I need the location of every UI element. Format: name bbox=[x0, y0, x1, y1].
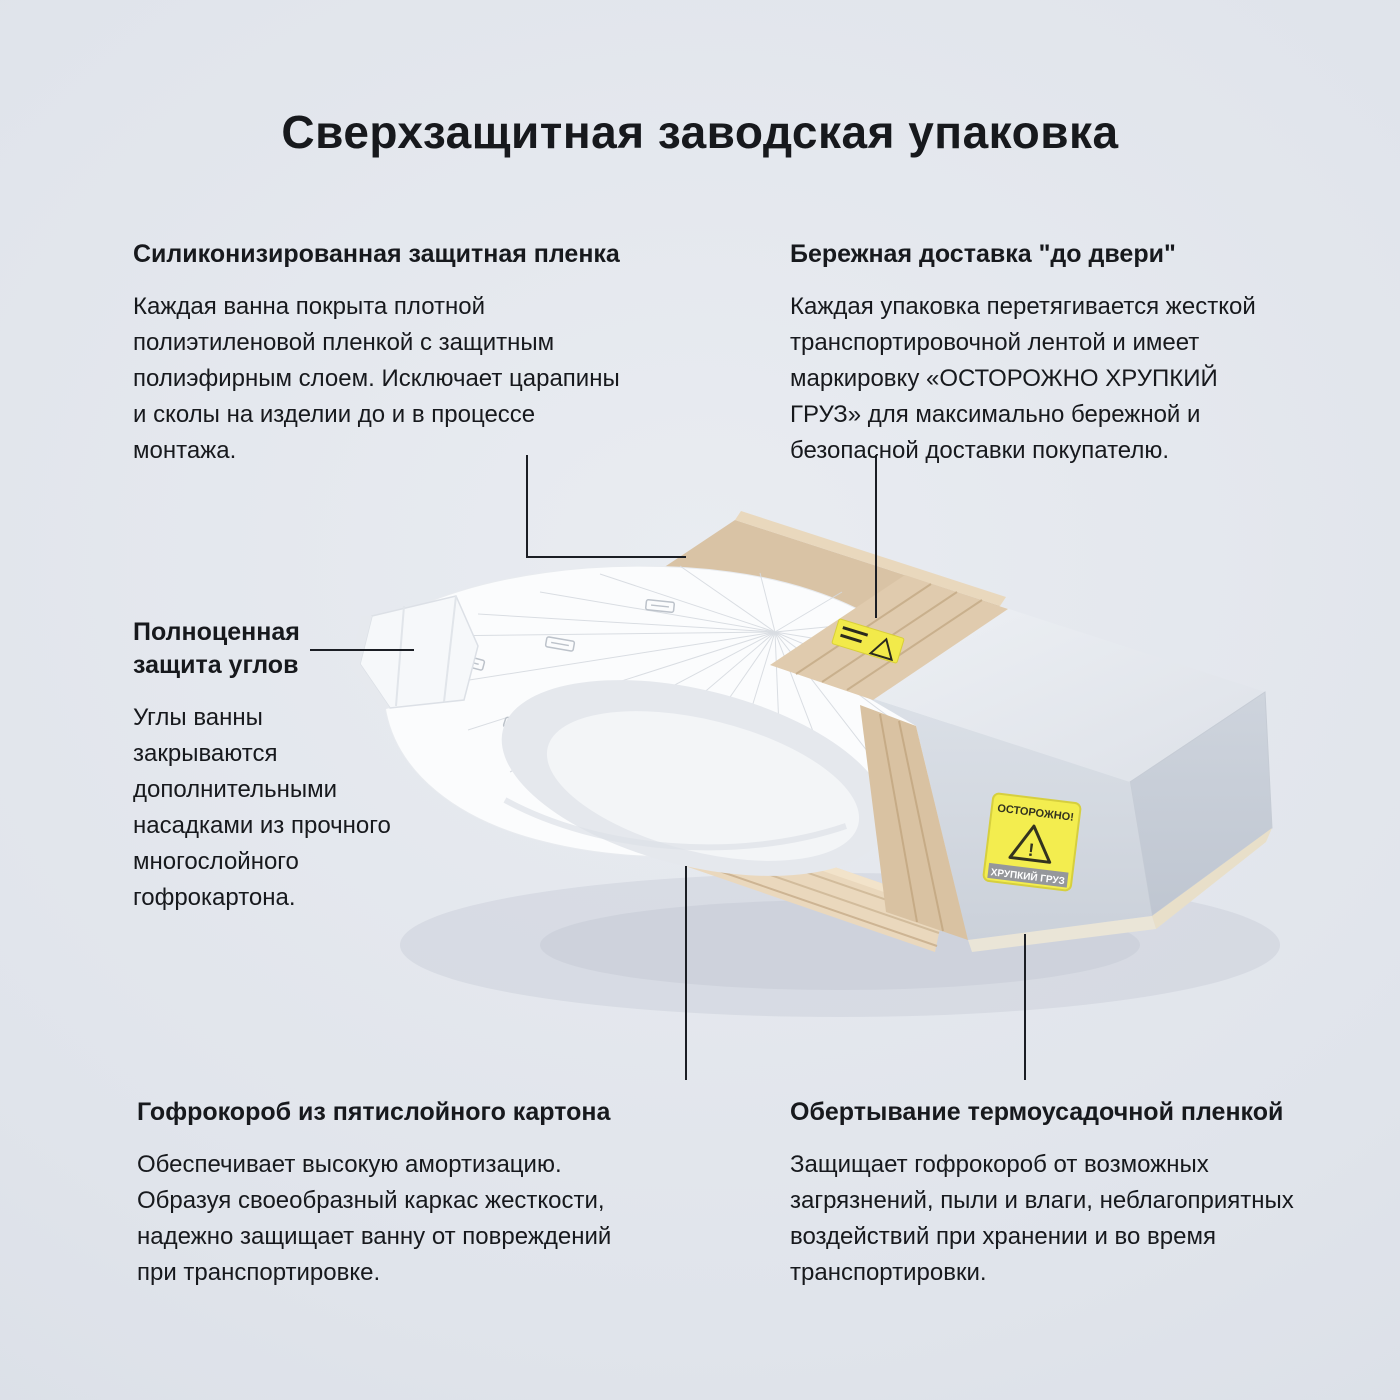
corner-protector bbox=[350, 595, 479, 710]
fragile-warning-label: ОСТОРОЖНО! ! ХРУПКИЙ ГРУЗ bbox=[982, 792, 1082, 892]
fragile-tape-label bbox=[831, 618, 905, 664]
page-title: Сверхзащитная заводская упаковка bbox=[281, 106, 1119, 158]
connector-film bbox=[526, 455, 686, 558]
cardboard-front-edge bbox=[860, 705, 968, 940]
block-shrink-wrap-heading: Обертывание термоусадочной пленкой bbox=[790, 1098, 1284, 1126]
tub-bowl bbox=[546, 711, 860, 861]
block-shrink-wrap-body: Защищает гофрокороб от возможных загрязн… bbox=[790, 1151, 1294, 1286]
block-protective-film: Силиконизированная защитная пленка Кажда… bbox=[133, 238, 638, 469]
block-corner-protection: Полноценная защита углов Углы ванны закр… bbox=[133, 616, 413, 916]
block-shrink-wrap: Обертывание термоусадочной пленкой Защищ… bbox=[790, 1096, 1320, 1291]
block-delivery: Бережная доставка "до двери" Каждая упак… bbox=[790, 238, 1295, 469]
block-protective-film-heading: Силиконизированная защитная пленка bbox=[133, 240, 620, 268]
warning-exclamation: ! bbox=[1027, 840, 1035, 861]
warning-triangle-icon bbox=[1008, 824, 1052, 864]
block-cardboard-box-body: Обеспечивает высокую амортизацию. Образу… bbox=[137, 1151, 612, 1286]
block-delivery-heading: Бережная доставка "до двери" bbox=[790, 240, 1176, 268]
wrap-top-face bbox=[865, 606, 1265, 782]
block-corner-protection-body: Углы ванны закрываются дополнительными н… bbox=[133, 704, 391, 911]
block-delivery-body: Каждая упаковка перетягивается жесткой т… bbox=[790, 293, 1256, 464]
block-corner-protection-heading: Полноценная защита углов bbox=[133, 618, 300, 679]
connector-lines bbox=[310, 455, 1026, 1080]
block-protective-film-body: Каждая ванна покрыта плотной полиэтилено… bbox=[133, 293, 620, 464]
block-cardboard-box: Гофрокороб из пятислойного картона Обесп… bbox=[137, 1096, 657, 1291]
block-cardboard-box-heading: Гофрокороб из пятислойного картона bbox=[137, 1098, 611, 1126]
